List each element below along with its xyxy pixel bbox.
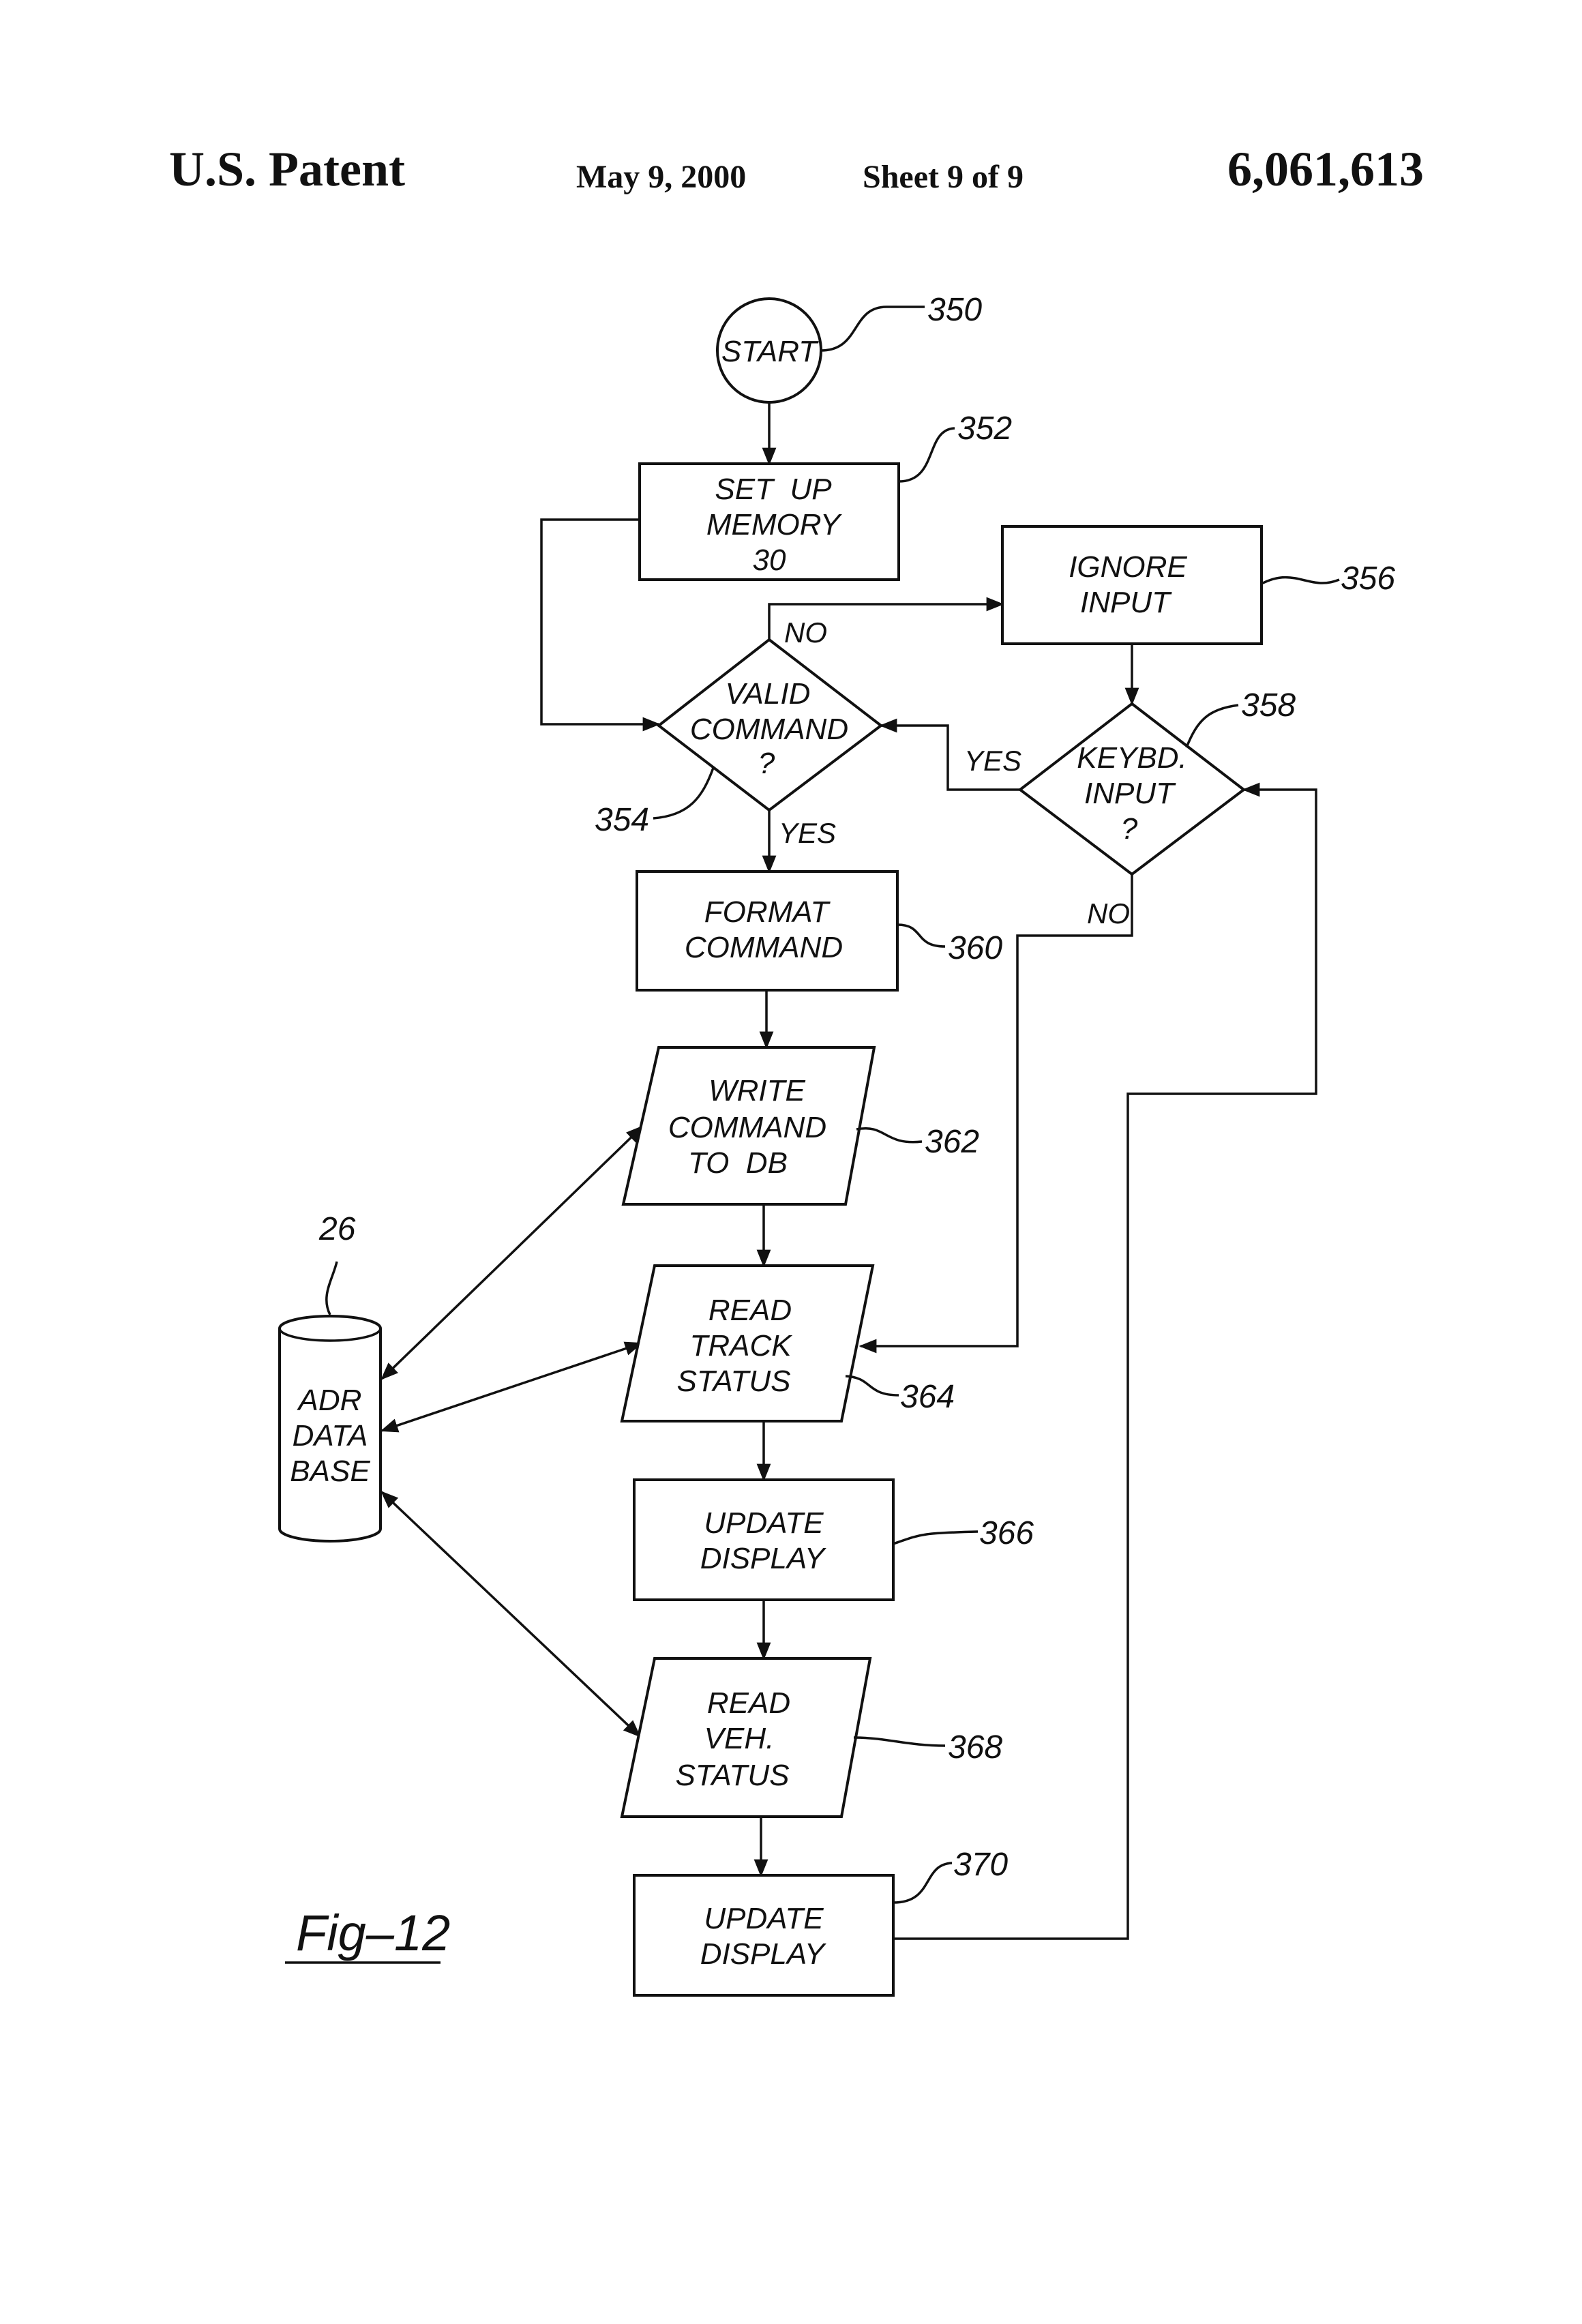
write-text-line3: TO DB [688,1146,788,1180]
ref-26: 26 [318,1211,356,1247]
format-text-line2: COMMAND [685,931,843,964]
ref-356: 356 [1341,561,1395,597]
keybd-yes-label: YES [964,745,1021,777]
db-text-line2: DATA [293,1419,368,1452]
valid-text-line2: COMMAND [690,713,848,746]
ref-354: 354 [595,802,649,838]
ref-366: 366 [979,1515,1034,1551]
ref-350: 350 [927,292,982,328]
valid-text-line3: ? [758,747,775,780]
ignore-text-line1: IGNORE [1069,550,1187,584]
ref-366-leader [893,1532,978,1544]
readtrack-text-line2: TRACK [689,1329,792,1362]
ref-370-leader [893,1863,952,1903]
update1-text-line1: UPDATE [704,1506,824,1540]
ref-368-leader [854,1738,945,1746]
keybd-text-line3: ? [1121,812,1138,846]
readveh-text-line1: READ [707,1686,790,1720]
ref-350-leader [821,307,925,351]
ref-352-leader [899,428,955,481]
keybd-text-line2: INPUT [1084,777,1176,810]
readveh-text-line2: VEH. [704,1722,775,1755]
write-text-line1: WRITE [708,1074,805,1107]
readveh-text-line3: STATUS [675,1759,789,1792]
update1-text-line2: DISPLAY [700,1542,826,1575]
header-patent-number: 6,061,613 [1227,142,1424,196]
edge-db-readveh [382,1492,640,1736]
update2-text-line2: DISPLAY [700,1937,826,1971]
ref-360-leader [897,925,945,947]
ref-370: 370 [953,1847,1008,1883]
ref-26-leader [327,1262,337,1315]
update2-text-line1: UPDATE [704,1902,824,1935]
update-display-box-1 [634,1480,893,1600]
ref-364: 364 [900,1379,955,1415]
ref-368: 368 [948,1729,1002,1766]
write-text-line2: COMMAND [668,1111,826,1144]
ref-358: 358 [1241,687,1296,724]
valid-no-label: NO [784,616,827,649]
header-patent-label: U.S. Patent [169,142,405,196]
readtrack-text-line3: STATUS [676,1365,790,1398]
ref-362-leader [856,1129,922,1142]
ignore-input-box [1002,526,1262,644]
edge-db-readtrack [382,1343,641,1431]
db-text-line3: BASE [290,1455,370,1488]
update-display-box-2 [634,1875,893,1995]
format-text-line1: FORMAT [704,895,831,929]
figure-label: Fig–12 [296,1905,450,1961]
ref-358-leader [1186,705,1238,747]
ignore-text-line2: INPUT [1080,586,1172,619]
keybd-text-line1: KEYBD. [1077,741,1186,775]
ref-364-leader [846,1376,899,1395]
readtrack-text-line1: READ [708,1294,792,1327]
db-text-line1: ADR [297,1384,362,1417]
header-date: May 9, 2000 [576,159,746,195]
setup-text-line2: MEMORY [706,508,842,541]
ref-360: 360 [948,930,1002,966]
header-sheet: Sheet 9 of 9 [863,159,1024,195]
keybd-no-label: NO [1087,897,1130,929]
ref-352: 352 [957,411,1012,447]
edge-db-write [382,1127,642,1379]
ref-362: 362 [925,1124,979,1160]
setup-text-line3: 30 [753,543,786,577]
valid-yes-label: YES [779,817,836,849]
setup-text-line1: SET UP [715,473,832,506]
valid-text-line1: VALID [726,677,811,711]
ref-354-leader [653,768,713,818]
ref-356-leader [1262,578,1339,584]
start-text: START [721,335,819,368]
